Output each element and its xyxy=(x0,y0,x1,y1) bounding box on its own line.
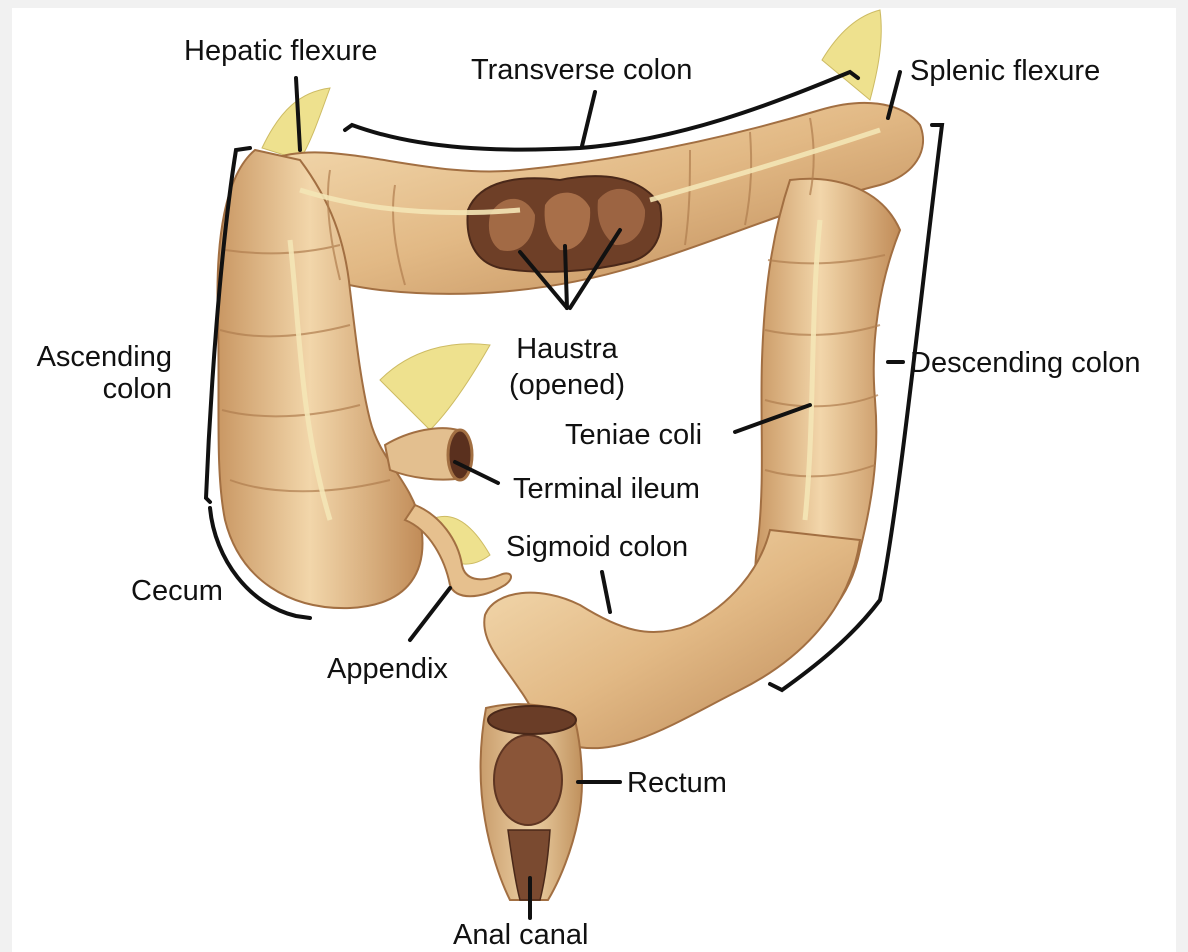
rectum-interior xyxy=(494,735,562,825)
haustra-label-line2: (opened) xyxy=(492,368,642,402)
rectum-cut-edge xyxy=(488,706,576,734)
ascending-colon-label-line2: colon xyxy=(14,372,172,406)
sigmoid-colon-label: Sigmoid colon xyxy=(506,530,688,564)
anal-canal-label: Anal canal xyxy=(453,918,588,952)
rectum-label: Rectum xyxy=(627,766,727,800)
terminal-ileum-label: Terminal ileum xyxy=(513,472,700,506)
splenic-flexure-label: Splenic flexure xyxy=(910,54,1100,88)
haustra-label-line1: Haustra xyxy=(492,332,642,366)
appendix-label: Appendix xyxy=(327,652,448,686)
terminal-ileum-shape xyxy=(385,428,472,480)
teniae-coli-label: Teniae coli xyxy=(565,418,702,452)
transverse-colon-label: Transverse colon xyxy=(471,53,692,87)
descending-colon-label: Descending colon xyxy=(910,346,1141,380)
hepatic-flexure-label: Hepatic flexure xyxy=(184,34,377,68)
cecum-label: Cecum xyxy=(131,574,223,608)
ascending-colon-label-line1: Ascending xyxy=(14,340,172,374)
